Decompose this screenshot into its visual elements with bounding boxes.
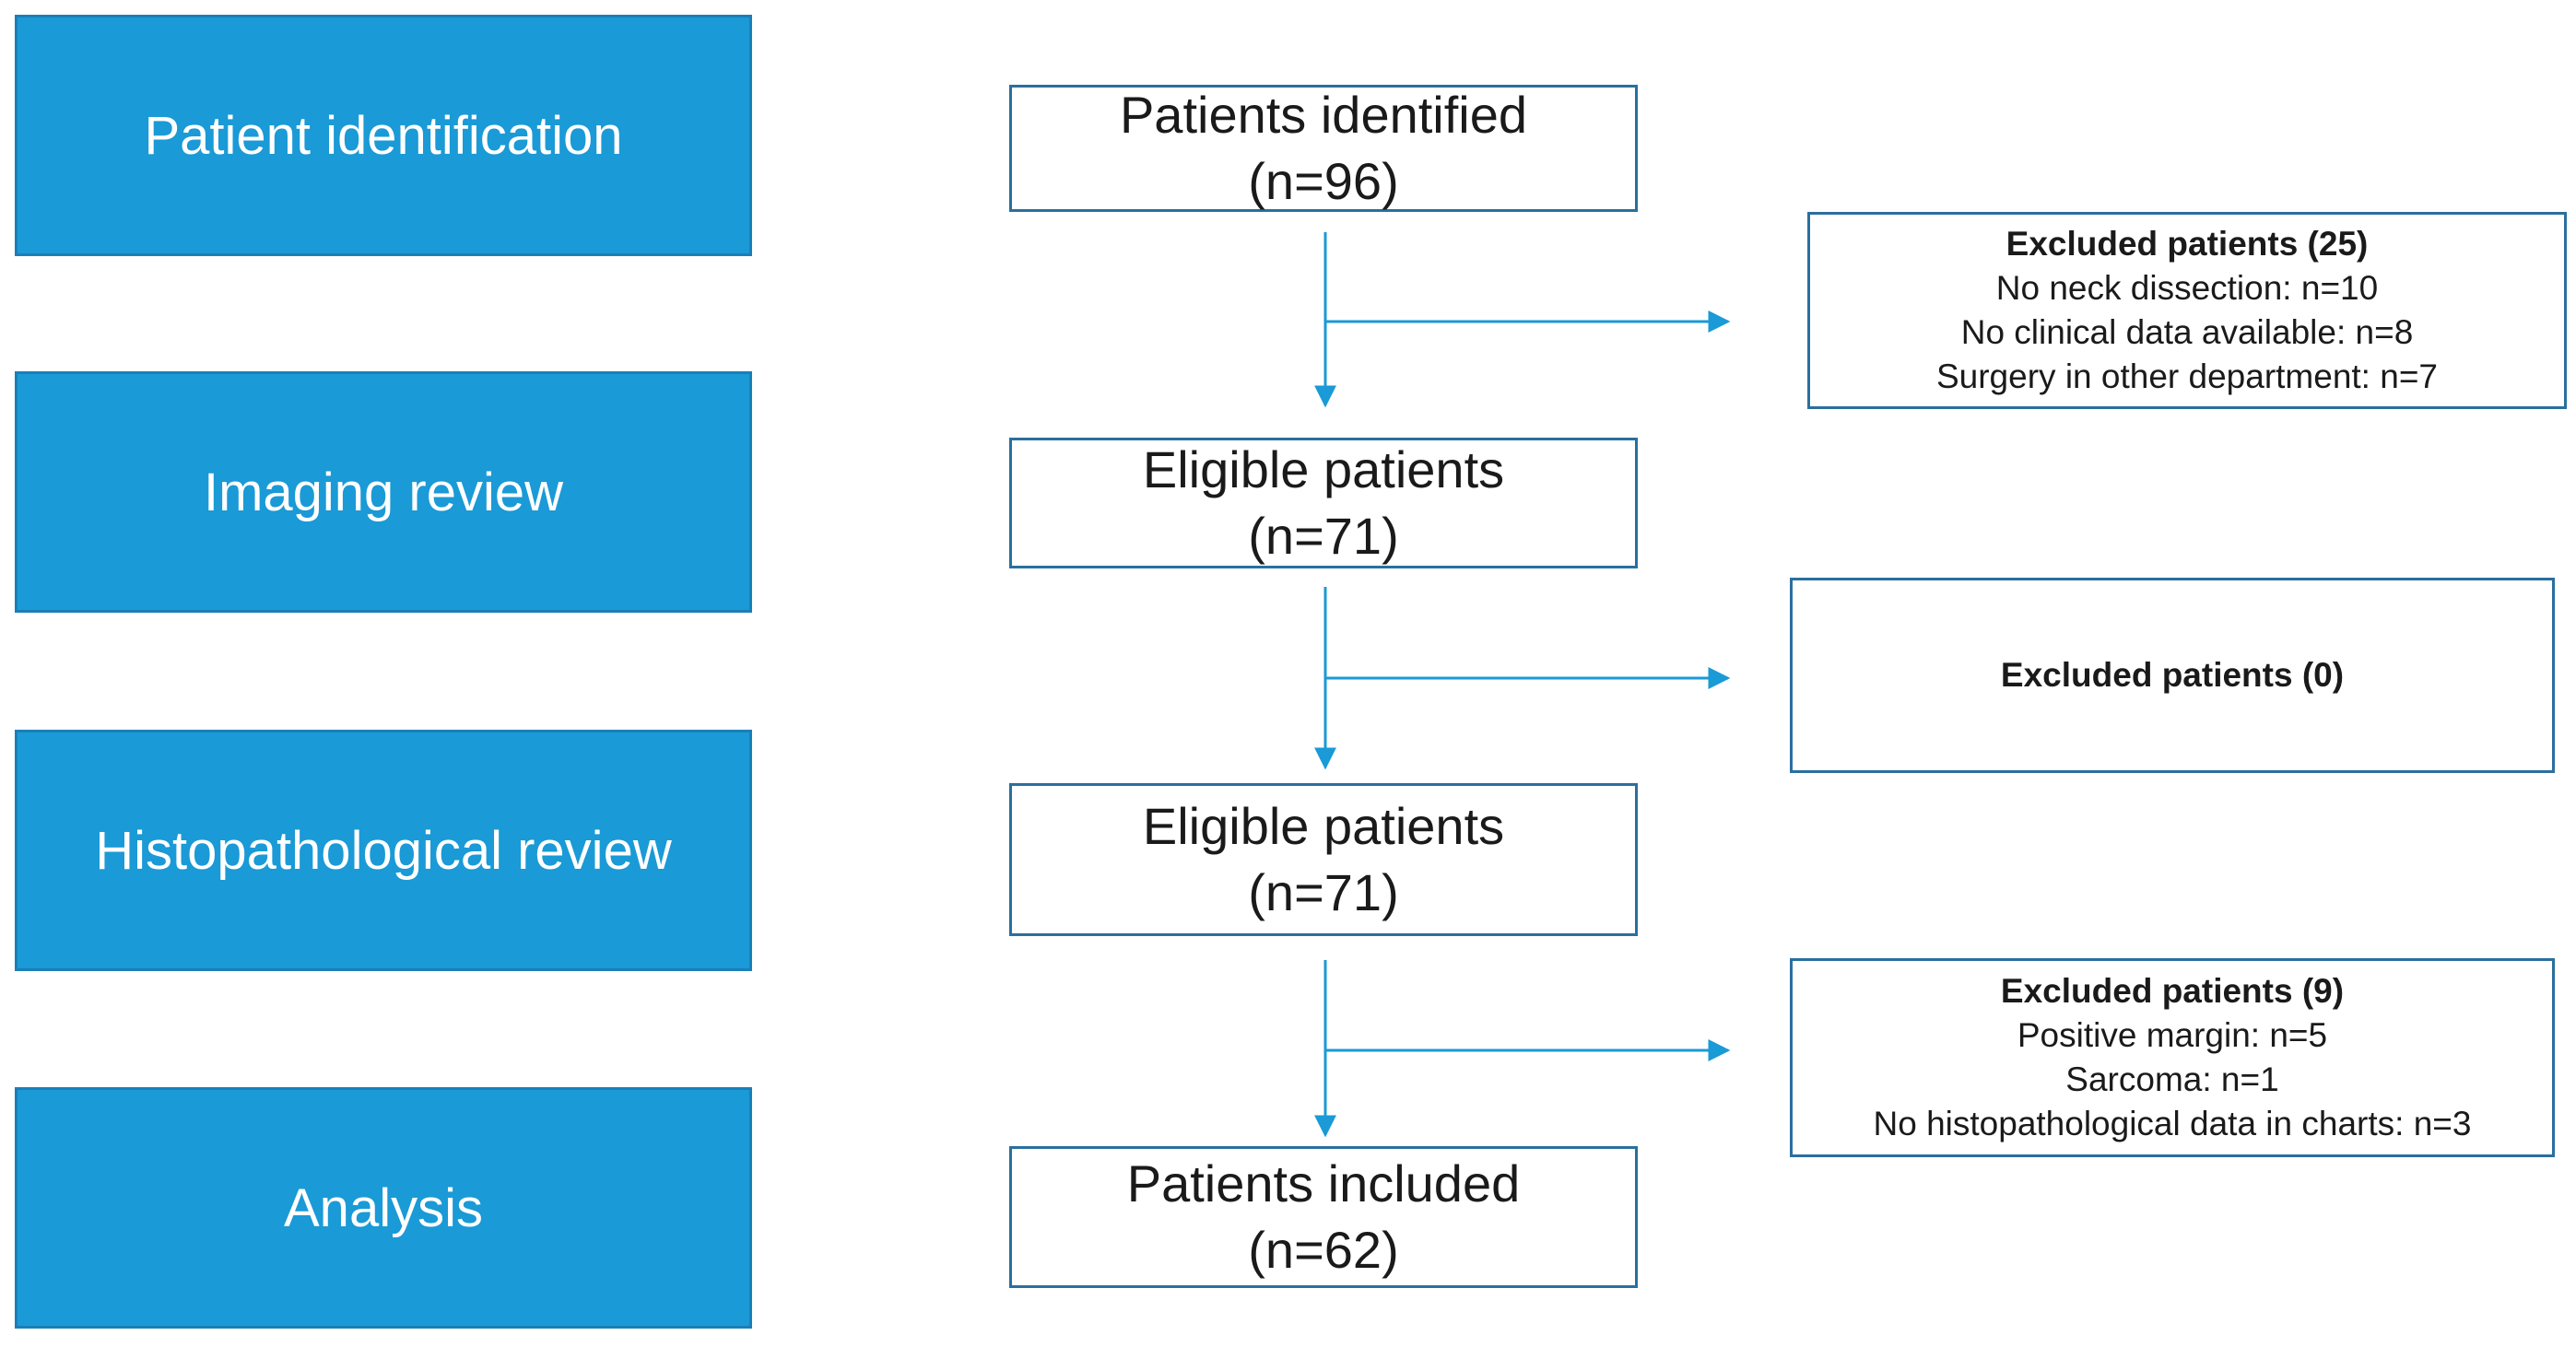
exclusion-line: No neck dissection: n=10 (1995, 268, 2379, 307)
flow-box-title: Patients included (1126, 1154, 1521, 1213)
phase-histopathological-review: Histopathological review (15, 730, 752, 971)
exclusion-line: Positive margin: n=5 (2017, 1015, 2328, 1054)
exclusion-line: No histopathological data in charts: n=3 (1873, 1105, 2472, 1143)
exclusion-title: Excluded patients (9) (2000, 971, 2345, 1010)
flow-box-eligible-patients-1: Eligible patients (n=71) (1009, 438, 1638, 568)
flow-box-patients-included: Patients included (n=62) (1009, 1146, 1638, 1288)
exclusion-box-2: Excluded patients (0) (1790, 578, 2555, 773)
phase-label: Histopathological review (95, 820, 672, 881)
phase-patient-identification: Patient identification (15, 15, 752, 256)
phase-label: Analysis (284, 1177, 483, 1238)
flow-box-title: Eligible patients (1142, 797, 1505, 856)
flow-box-patients-identified: Patients identified (n=96) (1009, 85, 1638, 212)
exclusion-title: Excluded patients (0) (2000, 655, 2345, 694)
flow-box-count: (n=71) (1248, 507, 1399, 565)
exclusion-box-3: Excluded patients (9) Positive margin: n… (1790, 958, 2555, 1157)
exclusion-title: Excluded patients (25) (2006, 224, 2369, 263)
exclusion-line: No clinical data available: n=8 (1960, 313, 2414, 351)
flow-box-title: Eligible patients (1142, 440, 1505, 499)
phase-imaging-review: Imaging review (15, 371, 752, 613)
flow-box-title: Patients identified (1119, 86, 1528, 145)
phase-label: Patient identification (144, 105, 623, 166)
phase-label: Imaging review (203, 462, 564, 522)
phase-analysis: Analysis (15, 1087, 752, 1329)
flow-box-count: (n=71) (1248, 863, 1399, 921)
flow-box-eligible-patients-2: Eligible patients (n=71) (1009, 783, 1638, 936)
exclusion-line: Sarcoma: n=1 (2065, 1060, 2279, 1098)
exclusion-box-1: Excluded patients (25) No neck dissectio… (1807, 212, 2567, 409)
flow-box-count: (n=96) (1248, 152, 1399, 210)
flow-box-count: (n=62) (1248, 1221, 1399, 1279)
exclusion-line: Surgery in other department: n=7 (1935, 357, 2438, 396)
